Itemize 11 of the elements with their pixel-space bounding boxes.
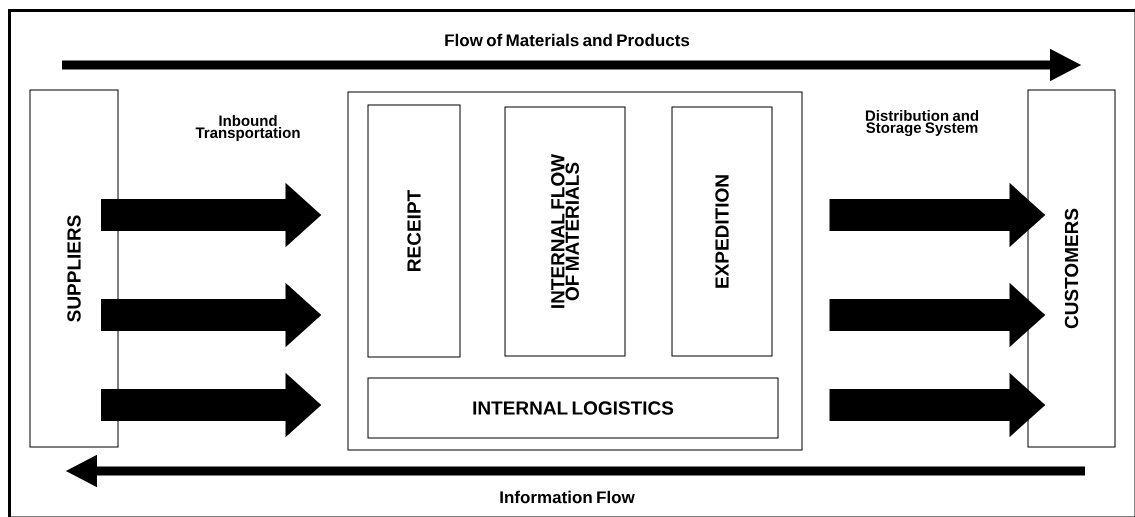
caption-text: Distribution and Storage System: [865, 110, 979, 137]
process-box: RECEIPT: [367, 104, 461, 358]
process-box: INTERNAL FLOW OF MATERIALS: [504, 106, 626, 357]
caption-text: Inbound Transportation: [195, 115, 300, 141]
caption-text: Flow of Materials and Products: [445, 33, 690, 47]
supplier-box: SUPPLIERS: [29, 89, 119, 448]
logistics-box: INTERNAL LOGISTICS: [367, 377, 779, 439]
customer-box: CUSTOMERS: [1027, 89, 1116, 448]
caption-text: Information Flow: [500, 490, 635, 504]
process-box: EXPEDITION: [671, 106, 773, 357]
facility-box: [347, 91, 803, 451]
